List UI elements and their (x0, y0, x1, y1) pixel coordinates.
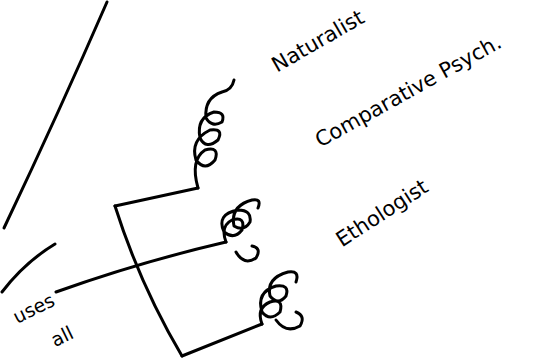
coil-symbol (260, 272, 302, 329)
bracket-spine (115, 206, 182, 356)
branch-label: Ethologist (332, 176, 432, 252)
uses-line (56, 242, 226, 292)
bracket-bottom (182, 324, 262, 356)
bracket-top (115, 188, 198, 206)
branch-label: Comparative Psych. (311, 31, 505, 153)
diagonal-stroke (4, 2, 107, 228)
curve-stroke (2, 244, 55, 292)
note-text: uses (10, 289, 58, 327)
note-text: all (47, 322, 76, 351)
coil-symbol (222, 200, 259, 261)
branch-label: Naturalist (268, 6, 368, 77)
coil-symbol (195, 80, 234, 188)
